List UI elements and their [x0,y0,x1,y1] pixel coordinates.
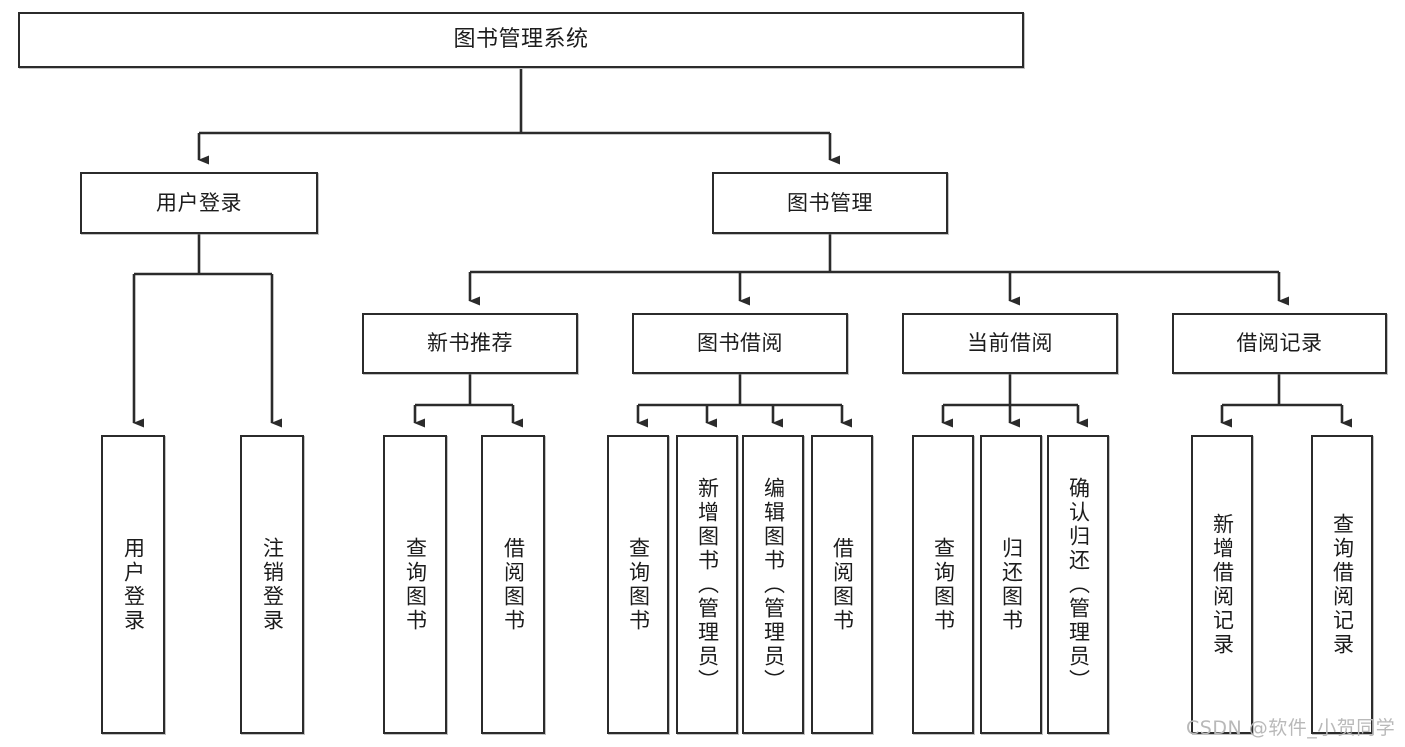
node-leaf-query-record[interactable]: 查询借阅记录 [1311,435,1373,734]
node-leaf-add-book[interactable]: 新增图书（管理员） [676,435,738,734]
node-leaf-borrow-book-1[interactable]: 借阅图书 [481,435,545,734]
node-borrow-record[interactable]: 借阅记录 [1172,313,1387,374]
node-leaf-add-record[interactable]: 新增借阅记录 [1191,435,1253,734]
csdn-watermark: CSDN @软件_小贺同学 [1186,717,1396,739]
node-leaf-add-book-label: 新增图书（管理员） [695,476,720,693]
node-current-borrow[interactable]: 当前借阅 [902,313,1118,374]
node-leaf-logout-login[interactable]: 注销登录 [240,435,304,734]
node-leaf-logout-login-label: 注销登录 [260,536,285,633]
node-borrow-record-label: 借阅记录 [1236,331,1323,356]
node-root-system[interactable]: 图书管理系统 [18,12,1024,68]
node-leaf-query-book-3[interactable]: 查询图书 [912,435,974,734]
node-leaf-query-book-1-label: 查询图书 [403,536,428,633]
node-leaf-edit-book-label: 编辑图书（管理员） [761,476,786,693]
node-leaf-confirm-return-label: 确认归还（管理员） [1066,476,1091,693]
node-leaf-query-book-1[interactable]: 查询图书 [383,435,447,734]
node-leaf-user-login-label: 用户登录 [121,536,146,633]
node-book-borrow[interactable]: 图书借阅 [632,313,848,374]
node-leaf-query-book-2[interactable]: 查询图书 [607,435,669,734]
node-leaf-edit-book[interactable]: 编辑图书（管理员） [742,435,804,734]
node-current-borrow-label: 当前借阅 [967,331,1053,356]
node-leaf-return-book-label: 归还图书 [999,536,1024,633]
node-leaf-query-book-3-label: 查询图书 [931,536,956,633]
node-leaf-borrow-book-2[interactable]: 借阅图书 [811,435,873,734]
node-user-login[interactable]: 用户登录 [80,172,318,234]
node-new-book-recommend-label: 新书推荐 [427,331,513,356]
node-leaf-user-login[interactable]: 用户登录 [101,435,165,734]
node-new-book-recommend[interactable]: 新书推荐 [362,313,578,374]
node-leaf-query-book-2-label: 查询图书 [626,536,651,633]
node-leaf-return-book[interactable]: 归还图书 [980,435,1042,734]
node-leaf-add-record-label: 新增借阅记录 [1210,512,1235,657]
node-leaf-confirm-return[interactable]: 确认归还（管理员） [1047,435,1109,734]
node-leaf-borrow-book-2-label: 借阅图书 [830,536,855,633]
node-book-manage-label: 图书管理 [787,190,873,215]
node-leaf-query-record-label: 查询借阅记录 [1330,512,1355,657]
node-user-login-label: 用户登录 [156,190,242,215]
node-leaf-borrow-book-1-label: 借阅图书 [501,536,526,633]
node-book-borrow-label: 图书借阅 [697,331,783,356]
node-book-manage[interactable]: 图书管理 [712,172,948,234]
node-root-system-label: 图书管理系统 [453,26,589,52]
